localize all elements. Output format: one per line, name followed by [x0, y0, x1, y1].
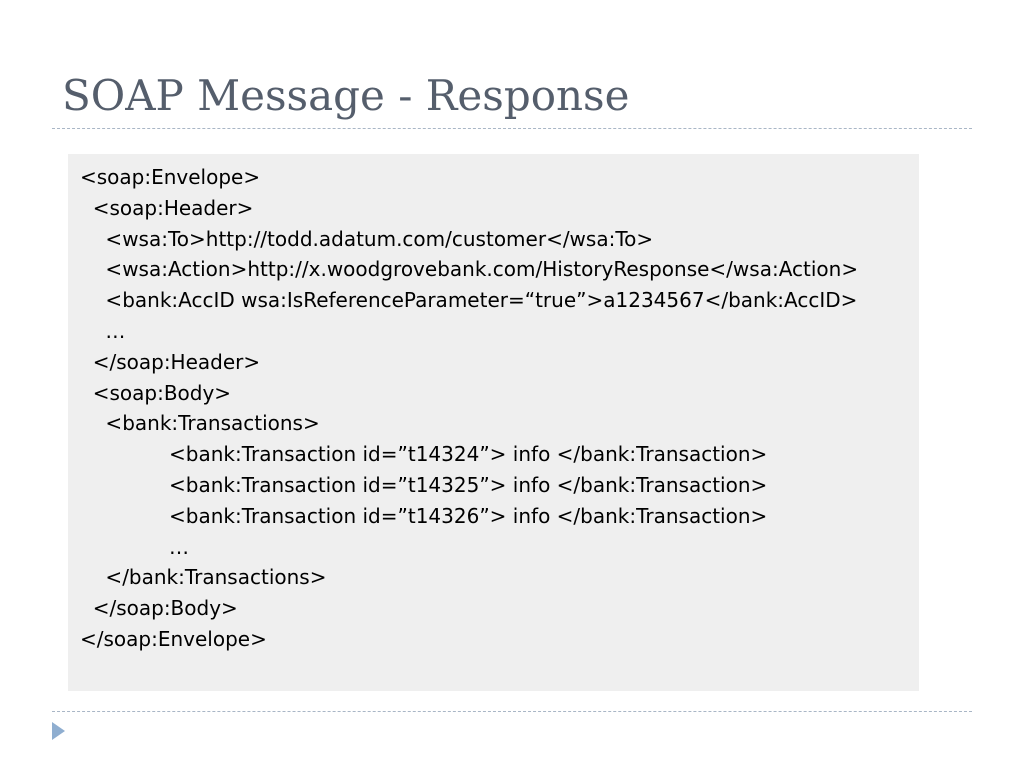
code-line: <bank:Transaction id=”t14325”> info </ba… [80, 472, 768, 497]
triangle-right-icon [52, 722, 65, 740]
code-block: <soap:Envelope> <soap:Header> <wsa:To>ht… [68, 154, 919, 691]
code-line: <bank:Transactions> [80, 411, 320, 436]
code-line: <bank:Transaction id=”t14326”> info </ba… [80, 503, 768, 528]
code-line: </soap:Body> [80, 596, 238, 621]
code-line: </soap:Header> [80, 349, 261, 374]
code-line: <bank:Transaction id=”t14324”> info </ba… [80, 442, 768, 467]
code-line: <soap:Header> [80, 195, 254, 220]
slide-title: SOAP Message - Response [62, 71, 630, 120]
code-line: <wsa:To>http://todd.adatum.com/customer<… [80, 226, 654, 251]
code-line: </bank:Transactions> [80, 565, 327, 590]
footer-divider [52, 711, 972, 712]
code-line: </soap:Envelope> [80, 626, 267, 651]
code-line: <wsa:Action>http://x.woodgrovebank.com/H… [80, 257, 859, 282]
code-line: <soap:Body> [80, 380, 232, 405]
code-line: … [80, 318, 126, 343]
code-line: <bank:AccID wsa:IsReferenceParameter=“tr… [80, 288, 858, 313]
code-line: <soap:Envelope> [80, 165, 261, 189]
code-line: … [80, 534, 190, 559]
title-divider [52, 128, 972, 129]
